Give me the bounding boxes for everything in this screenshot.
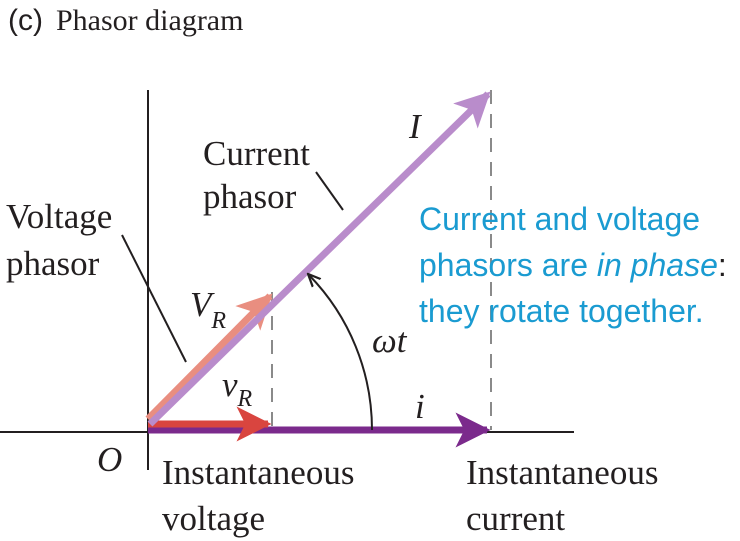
small-voltage-label: vR — [222, 365, 253, 412]
diagram-title: Phasor diagram — [56, 4, 243, 37]
note-line-3: they rotate together. — [419, 293, 704, 329]
voltage-phasor-leader — [121, 234, 187, 363]
inst-voltage-label-1: Instantaneous — [162, 453, 354, 492]
voltage-phasor-label-1: Voltage — [6, 197, 112, 236]
voltage-phasor-label-2: phasor — [6, 244, 100, 283]
origin-label: O — [97, 440, 122, 479]
big-voltage-label: VR — [190, 285, 226, 334]
voltage-phasor-arrow — [145, 293, 273, 422]
big-current-label: I — [408, 107, 423, 146]
current-phasor-label-1: Current — [203, 134, 310, 173]
panel-tag: (c) — [8, 4, 43, 37]
current-phasor-arrow — [147, 91, 491, 427]
angle-arc — [309, 275, 373, 431]
small-current-label: i — [415, 387, 425, 426]
note-line-2: phasors are in phase: — [419, 247, 727, 283]
inst-current-label-2: current — [466, 499, 565, 538]
angle-label: ωt — [372, 321, 408, 360]
inst-current-label-1: Instantaneous — [466, 453, 658, 492]
inst-voltage-label-2: voltage — [162, 499, 265, 538]
current-phasor-leader — [315, 171, 344, 211]
note-line-1: Current and voltage — [419, 201, 700, 237]
current-phasor-label-2: phasor — [203, 177, 297, 216]
